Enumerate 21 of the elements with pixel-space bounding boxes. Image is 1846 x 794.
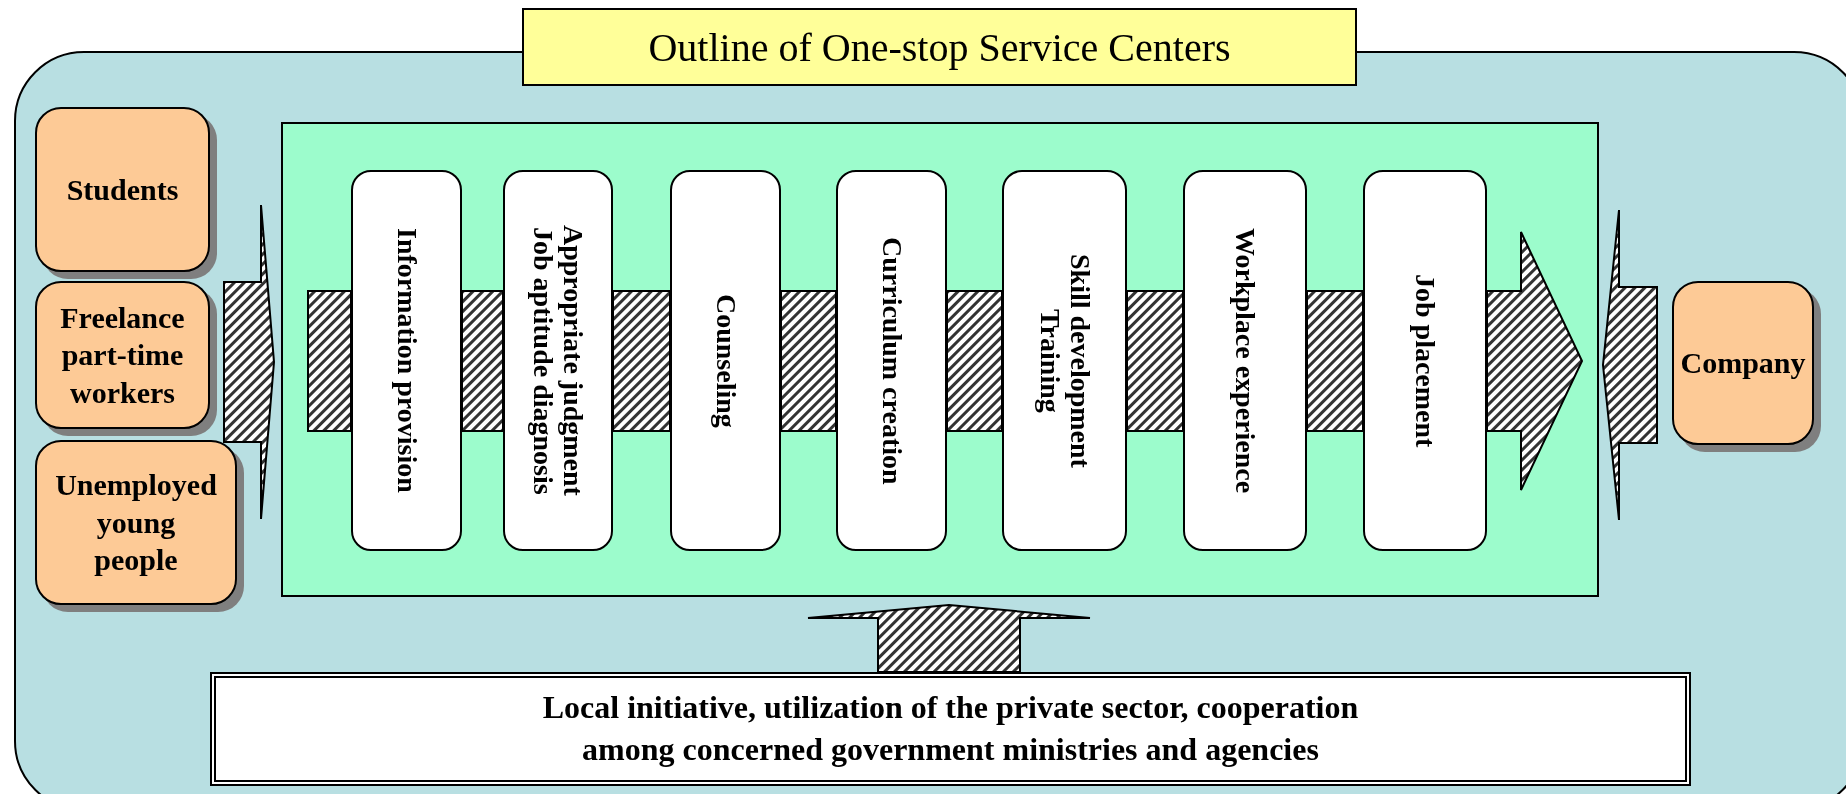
- block-arrow: [223, 204, 275, 520]
- block-arrow: [1602, 209, 1658, 521]
- block-arrow: [946, 290, 1003, 432]
- title: Outline of One-stop Service Centers: [522, 8, 1357, 86]
- step-box: Job placement: [1363, 170, 1487, 551]
- step-box: Counseling: [670, 170, 781, 551]
- block-arrow: [461, 290, 504, 432]
- step-box: Workplace experience: [1183, 170, 1307, 551]
- block-arrow: [612, 290, 671, 432]
- block-arrow: [1306, 290, 1364, 432]
- block-arrow: [1486, 231, 1584, 491]
- process-panel: [281, 122, 1599, 597]
- block-arrow: [807, 604, 1091, 673]
- block-arrow: [307, 290, 352, 432]
- foundation-box: Local initiative, utilization of the private sector, cooperation among concerned government ministries and agencies: [210, 672, 1691, 786]
- block-arrow: [780, 290, 837, 432]
- step-box: Appropriate judgment Job aptitude diagnosis: [503, 170, 613, 551]
- step-box: Skill development Training: [1002, 170, 1127, 551]
- step-box: Curriculum creation: [836, 170, 947, 551]
- step-box: Information provision: [351, 170, 462, 551]
- block-arrow: [1126, 290, 1184, 432]
